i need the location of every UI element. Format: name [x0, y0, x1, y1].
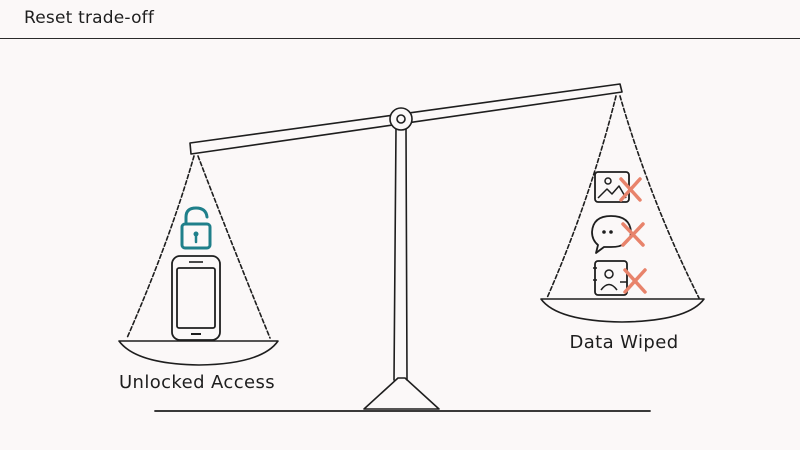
right-pan-label: Data Wiped [569, 332, 678, 353]
unlocked-padlock-icon [180, 206, 212, 250]
message-deleted-icon [591, 215, 645, 254]
right-chain-1 [546, 95, 617, 299]
smartphone-icon [171, 255, 221, 341]
contact-deleted-icon [593, 260, 647, 296]
left-pan [118, 340, 279, 366]
stand-post [393, 127, 408, 381]
header-bar: Reset trade-off [0, 0, 800, 39]
right-chain-2 [619, 95, 700, 299]
left-chain-2 [197, 155, 271, 339]
pivot-outer [389, 107, 413, 131]
left-chain-1 [126, 155, 195, 339]
stand-base [363, 377, 440, 410]
page-title: Reset trade-off [24, 8, 155, 28]
left-pan-label: Unlocked Access [119, 372, 275, 393]
photo-deleted-icon [594, 171, 642, 203]
right-pan [540, 298, 705, 323]
pivot-inner [396, 114, 406, 124]
